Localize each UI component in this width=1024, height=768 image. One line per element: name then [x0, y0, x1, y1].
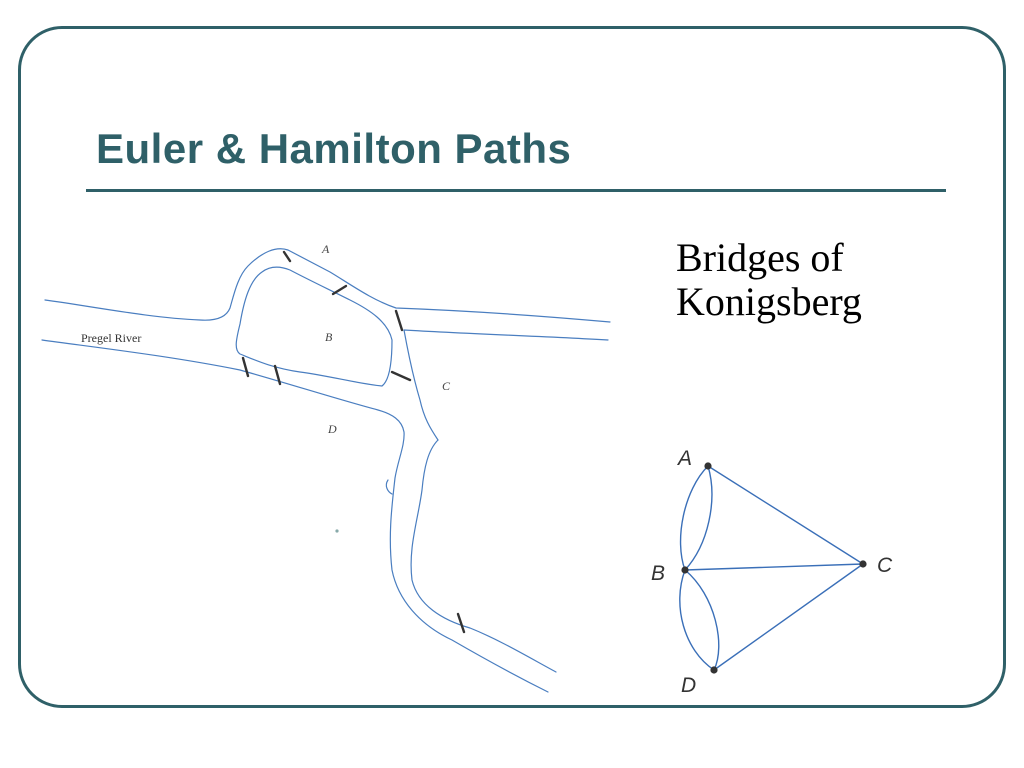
node-label-d: D: [681, 674, 696, 697]
region-label-d: D: [327, 422, 337, 436]
slide-frame: [18, 26, 1006, 708]
edge-b-c: [684, 563, 864, 571]
bridge-4: [390, 370, 412, 382]
node-a: [704, 462, 712, 470]
edge-c-d: [713, 563, 864, 671]
region-label-a: A: [321, 242, 330, 256]
island-b-outline: [235, 266, 393, 387]
bridge-3: [394, 309, 404, 332]
region-label-c: C: [442, 379, 451, 393]
edge-b-d-1: [679, 569, 715, 671]
region-label-b: B: [325, 330, 333, 344]
node-b: [681, 566, 689, 574]
edge-b-d-2: [684, 569, 720, 671]
bridge-5: [241, 356, 250, 378]
edge-a-b-1: [679, 465, 709, 571]
river-detail: [385, 479, 393, 495]
map-speck: [335, 529, 339, 533]
node-label-c: C: [877, 554, 893, 577]
node-c: [859, 560, 867, 568]
caption-line-1: Bridges of: [676, 235, 844, 280]
edge-a-b-2: [684, 465, 713, 571]
river-label: Pregel River: [81, 331, 141, 345]
caption-line-2: Konigsberg: [676, 279, 862, 324]
node-d: [710, 666, 718, 674]
node-label-b: B: [651, 562, 665, 585]
edge-a-c: [707, 465, 864, 565]
river-bank-lower-left: [41, 339, 549, 693]
bridge-2: [331, 284, 348, 296]
river-bank-lower-right: [410, 439, 557, 673]
bridge-6: [273, 364, 282, 386]
node-label-a: A: [676, 447, 692, 470]
slide-title: Euler & Hamilton Paths: [96, 125, 572, 172]
river-bank-upper-left: [44, 248, 611, 323]
caption: Bridges of Konigsberg: [676, 236, 862, 324]
title-rule: [86, 189, 946, 192]
bridge-1: [282, 250, 292, 263]
river-bank-right-arm: [403, 329, 609, 441]
bridge-7: [456, 612, 466, 634]
